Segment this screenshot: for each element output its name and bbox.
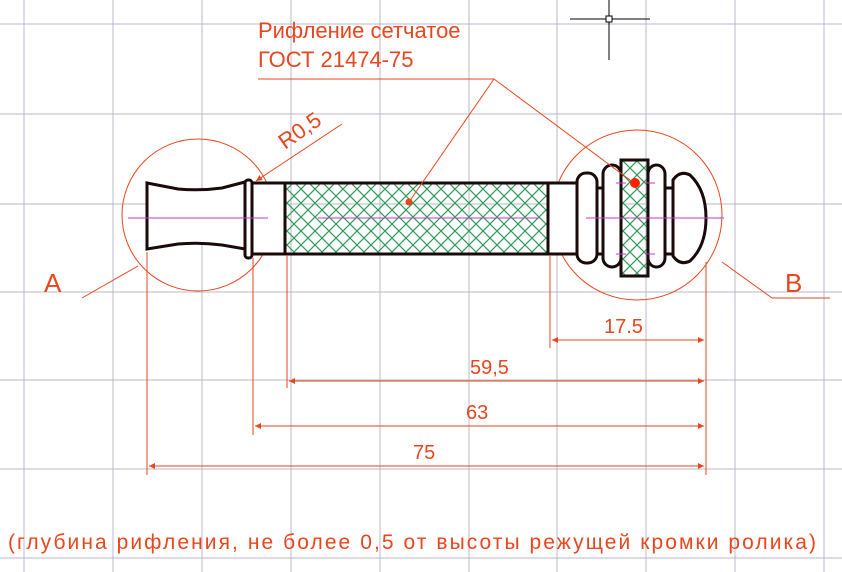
footnote: (глубина рифления, не более 0,5 от высот… bbox=[8, 531, 816, 554]
note-line-2: ГОСТ 21474-75 bbox=[258, 47, 413, 72]
crosshair-cursor-icon bbox=[570, 0, 650, 60]
leader-dot bbox=[630, 178, 640, 188]
view-label-a: A bbox=[44, 268, 62, 298]
view-label-b: B bbox=[785, 268, 802, 298]
radius-leader bbox=[255, 123, 343, 182]
leader-dot bbox=[405, 198, 413, 206]
note-line-1: Рифление сетчатое bbox=[258, 18, 461, 43]
dimension-17-5: 17.5 bbox=[604, 316, 643, 338]
centerlines bbox=[128, 182, 724, 255]
dimension-59-5: 59,5 bbox=[470, 357, 509, 379]
dimension-75: 75 bbox=[413, 442, 435, 464]
knurl-leader bbox=[258, 78, 635, 203]
dimension-lines bbox=[146, 252, 707, 475]
dimension-63: 63 bbox=[466, 402, 488, 424]
